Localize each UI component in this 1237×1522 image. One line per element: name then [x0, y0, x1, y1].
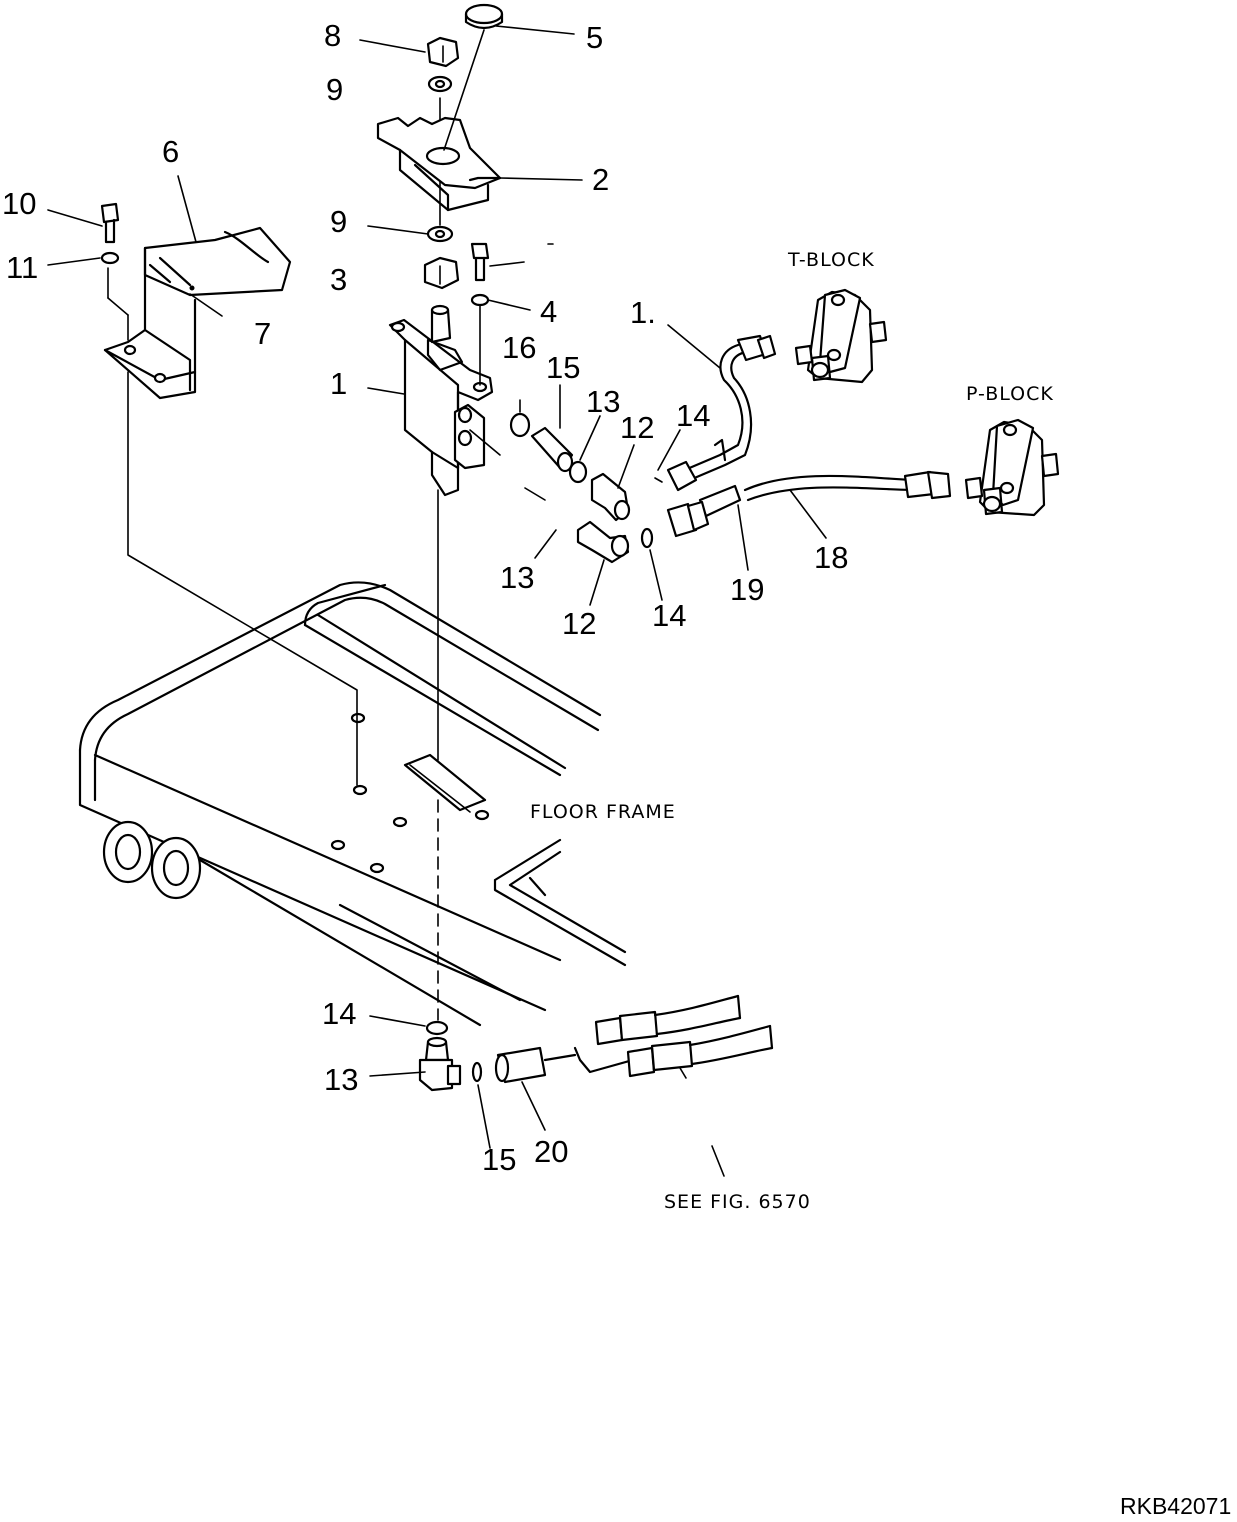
floor-frame-label: FLOOR FRAME — [530, 801, 676, 823]
callout-9-top: 9 — [326, 72, 343, 107]
callout-19: 20 — [534, 1134, 568, 1169]
t-block-label: T-BLOCK — [787, 249, 875, 271]
bracket-assembly — [100, 202, 292, 400]
text-labels: T-BLOCK P-BLOCK FLOOR FRAME SEE FIG. 657… — [530, 249, 1231, 1519]
callout-9: 9 — [330, 204, 347, 239]
callout-15: 15 — [546, 350, 580, 385]
callout-13-upper: 13 — [586, 384, 620, 419]
t-block — [794, 288, 888, 384]
callout-1-hose: 1. — [630, 295, 656, 330]
callout-14-upper: 14 — [676, 398, 710, 433]
callout-10: 10 — [2, 186, 36, 221]
callout-20: 19 — [730, 572, 764, 607]
floor-frame — [78, 581, 627, 1027]
callout-4: 4 — [540, 294, 557, 329]
lower-fittings — [418, 994, 774, 1092]
figure-code: RKB42071 — [1120, 1493, 1231, 1519]
callout-8: 8 — [324, 18, 341, 53]
callout-2: 2 — [592, 162, 609, 197]
callout-18: 18 — [814, 540, 848, 575]
callout-7: 7 — [254, 316, 271, 351]
callout-15-bottom: 15 — [482, 1142, 516, 1177]
callout-12-upper: 12 — [620, 410, 654, 445]
leader-lines — [47, 25, 827, 1177]
callout-1: 1 — [330, 366, 347, 401]
callout-11: 11 — [6, 250, 38, 285]
callout-13-lower: 13 — [500, 560, 534, 595]
callout-6: 6 — [162, 134, 179, 169]
callout-14-bottom: 14 — [322, 996, 356, 1031]
pedal-assembly — [376, 3, 504, 290]
callout-3: 3 — [330, 262, 347, 297]
callout-14-lower: 14 — [652, 598, 686, 633]
hoses — [666, 334, 952, 538]
callout-5: 5 — [586, 20, 603, 55]
callout-16: 16 — [502, 330, 536, 365]
callout-13-bottom: 13 — [324, 1062, 358, 1097]
fittings — [509, 412, 663, 564]
callout-12-lower: 12 — [562, 606, 596, 641]
valve-assembly — [388, 242, 501, 497]
see-fig-label: SEE FIG. 6570 — [664, 1191, 811, 1213]
p-block — [964, 418, 1060, 517]
p-block-label: P-BLOCK — [966, 383, 1054, 405]
callout-numbers: 8 5 9 2 6 10 9 11 3 4 7 1 1. 16 15 13 12… — [2, 18, 848, 1177]
